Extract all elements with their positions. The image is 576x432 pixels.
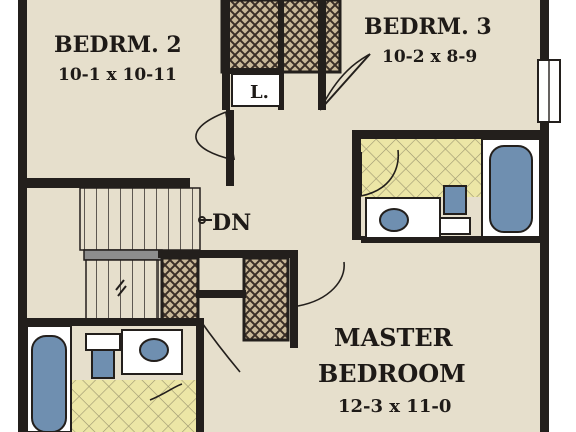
- tub-upper: [489, 145, 533, 233]
- door-master: [297, 261, 345, 307]
- stairs-landing-rail: [83, 249, 163, 261]
- linen-closet: [231, 73, 281, 107]
- exterior-wall-right: [540, 0, 549, 432]
- wall-bedroom2-bottom: [18, 178, 190, 188]
- master-name-line2: BEDROOM: [318, 359, 466, 388]
- stairs-upper: [79, 187, 201, 251]
- door-bath-upper: [360, 149, 400, 197]
- door-bedroom3: [319, 53, 371, 111]
- wall-bedroom3-bottom: [352, 130, 548, 139]
- stairs-direction-marker: [198, 216, 206, 224]
- bedroom3-dims: 10-2 x 8-9: [382, 47, 477, 67]
- bath-lower-floor: [72, 380, 200, 432]
- door-closet-master: [199, 319, 241, 373]
- linen-label: L.: [250, 82, 269, 103]
- outside-left: [0, 0, 20, 432]
- toilet-upper: [443, 185, 467, 215]
- sink-lower: [139, 338, 169, 362]
- bedroom2-dims: 10-1 x 10-11: [58, 65, 177, 85]
- stairs-down-label: DN: [212, 210, 251, 236]
- tub-lower: [31, 335, 67, 432]
- toilet-lower: [91, 349, 115, 379]
- closet-top-divider: [278, 0, 284, 110]
- bedroom2-name: BEDRM. 2: [54, 32, 182, 58]
- vanity-lower: [121, 329, 183, 375]
- door-bath-lower: [149, 383, 183, 401]
- master-dims: 12-3 x 11-0: [338, 396, 451, 417]
- bedroom3-name: BEDRM. 3: [364, 14, 492, 40]
- closet-master-right: [242, 256, 290, 342]
- closet-master-left: [160, 256, 200, 322]
- sink-upper: [379, 208, 409, 232]
- door-bedroom2: [195, 111, 235, 161]
- master-name-line1: MASTER: [334, 323, 454, 352]
